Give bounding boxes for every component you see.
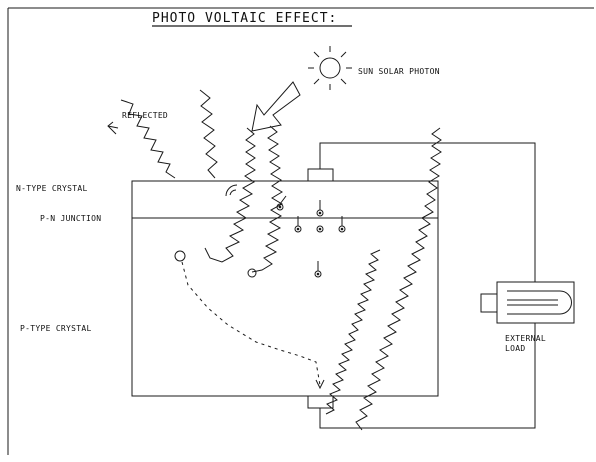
lamp-icon bbox=[480, 281, 575, 324]
photon-wave-1 bbox=[204, 127, 256, 263]
p-type-label: P-TYPE CRYSTAL bbox=[20, 324, 92, 333]
electron-hole-pairs bbox=[174, 203, 346, 278]
sun-icon bbox=[308, 46, 352, 90]
photon-wave-3 bbox=[355, 127, 442, 431]
load-label-line2: LOAD bbox=[505, 344, 525, 353]
carrier-dots bbox=[278, 205, 344, 276]
carrier-path bbox=[181, 261, 321, 386]
bottom-wire bbox=[319, 323, 536, 429]
carrier-arrows bbox=[279, 195, 343, 271]
incoming-arrow-icon bbox=[251, 81, 301, 132]
top-contact bbox=[307, 168, 334, 182]
diagram-title: PHOTO VOLTAIC EFFECT: bbox=[152, 11, 337, 26]
pn-junction-label: P-N JUNCTION bbox=[40, 214, 101, 223]
reflected-wave bbox=[107, 89, 218, 179]
top-wire bbox=[319, 142, 536, 282]
photon-wave-2 bbox=[251, 125, 284, 273]
photon-ripple bbox=[229, 189, 237, 196]
photon-wave-4 bbox=[325, 249, 381, 415]
carrier-path-arrowhead bbox=[315, 379, 325, 390]
n-type-label: N-TYPE CRYSTAL bbox=[16, 184, 88, 193]
photon-ripple-outer bbox=[225, 184, 238, 197]
reflected-label: REFLECTED bbox=[122, 111, 168, 120]
crystal-block bbox=[131, 180, 439, 397]
sun-label: SUN SOLAR PHOTON bbox=[358, 67, 440, 76]
load-label-line1: EXTERNAL bbox=[505, 334, 546, 343]
